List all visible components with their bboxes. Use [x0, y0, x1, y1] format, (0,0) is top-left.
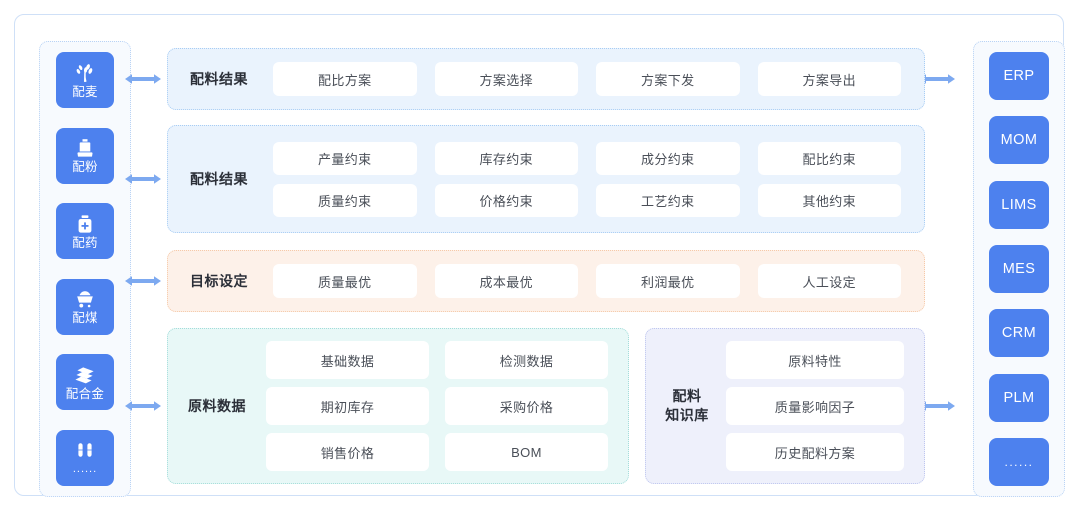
system-erp[interactable]: ERP	[989, 52, 1049, 100]
card-caigoujiage[interactable]: 采购价格	[445, 387, 608, 425]
panel-cards: 产量约束 库存约束 成分约束 配比约束 质量约束 价格约束 工艺约束 其他约束	[264, 141, 910, 217]
card-row: 质量最优 成本最优 利润最优 人工设定	[264, 264, 910, 298]
connector-arrow-target	[125, 273, 161, 289]
connector-arrow-constraints	[125, 171, 161, 187]
card-row: 销售价格 BOM	[258, 433, 616, 471]
panel-goal-setting: 目标设定 质量最优 成本最优 利润最优 人工设定	[167, 250, 925, 312]
card-qitayueshu[interactable]: 其他约束	[757, 183, 901, 217]
card-jianceshuju[interactable]: 检测数据	[445, 341, 608, 379]
module-label: ......	[72, 463, 98, 476]
panel-material-data: 原料数据 基础数据 检测数据 期初库存 采购价格 销售价格 BOM	[167, 328, 629, 484]
card-row: 质量约束 价格约束 工艺约束 其他约束	[264, 183, 910, 217]
card-rengongsheding[interactable]: 人工设定	[757, 264, 901, 298]
coal-cart-icon	[74, 288, 96, 310]
card-qichukucun[interactable]: 期初库存	[266, 387, 429, 425]
card-lishipeiliaofangan[interactable]: 历史配料方案	[726, 433, 904, 471]
card-row: 原料特性	[718, 341, 912, 379]
panel-cards: 原料特性 质量影响因子 历史配料方案	[718, 341, 912, 471]
card-zhiliangzuiyou[interactable]: 质量最优	[273, 264, 417, 298]
module-peimai[interactable]: 配麦	[56, 52, 114, 108]
right-system-rail: ERP MOM LIMS MES CRM PLM ......	[973, 41, 1065, 497]
module-label: 配麦	[72, 84, 98, 99]
panel-title: 配料结果	[190, 70, 248, 87]
panel-cards: 配比方案 方案选择 方案下发 方案导出	[264, 62, 910, 96]
panel-constraints: 配料结果 产量约束 库存约束 成分约束 配比约束 质量约束 价格约束 工艺约束 …	[167, 125, 925, 233]
module-peifen[interactable]: 配粉	[56, 127, 114, 184]
system-mes[interactable]: MES	[989, 244, 1049, 293]
card-lirunzuiyou[interactable]: 利润最优	[596, 264, 740, 298]
panel-title-line2: 知识库	[665, 407, 709, 423]
connector-arrow-results	[125, 71, 161, 87]
card-row: 历史配料方案	[718, 433, 912, 471]
card-fangandaochu[interactable]: 方案导出	[757, 62, 901, 96]
module-label: 配煤	[72, 311, 98, 326]
module-more[interactable]: ......	[56, 429, 114, 486]
card-jichushuju[interactable]: 基础数据	[266, 341, 429, 379]
module-label: 配粉	[72, 160, 98, 175]
system-more[interactable]: ......	[989, 437, 1049, 486]
wheat-icon	[74, 62, 96, 84]
panel-title-line1: 配料	[672, 388, 702, 404]
diagram-frame: 配麦 配粉 配药	[14, 14, 1065, 497]
panel-knowledge-base: 配料 知识库 原料特性 质量影响因子 历史配料方案	[645, 328, 925, 484]
system-plm[interactable]: PLM	[989, 373, 1049, 422]
left-module-rail: 配麦 配粉 配药	[39, 41, 131, 497]
card-fanganxiafa[interactable]: 方案下发	[596, 62, 740, 96]
connector-arrow-material	[125, 398, 161, 414]
module-peimei[interactable]: 配煤	[56, 278, 114, 335]
card-chengfenyueshu[interactable]: 成分约束	[596, 141, 740, 175]
card-jiageyueshu[interactable]: 价格约束	[434, 183, 578, 217]
card-row: 基础数据 检测数据	[258, 341, 616, 379]
flour-bag-icon	[74, 137, 96, 159]
system-mom[interactable]: MOM	[989, 116, 1049, 165]
panel-title: 配料 知识库	[658, 387, 716, 425]
panel-title: 目标设定	[190, 272, 248, 289]
card-row: 质量影响因子	[718, 387, 912, 425]
module-label: 配合金	[65, 386, 105, 401]
card-peibiyueshu[interactable]: 配比约束	[757, 141, 901, 175]
system-lims[interactable]: LIMS	[989, 180, 1049, 229]
metal-ingot-icon	[74, 364, 96, 386]
card-yuanliaotexing[interactable]: 原料特性	[726, 341, 904, 379]
card-row: 产量约束 库存约束 成分约束 配比约束	[264, 141, 910, 175]
card-bom[interactable]: BOM	[445, 433, 608, 471]
card-zhiliangyingxiangyinzi[interactable]: 质量影响因子	[726, 387, 904, 425]
medicine-bottle-icon	[74, 213, 96, 235]
module-label: 配药	[72, 235, 98, 250]
module-peihejin[interactable]: 配合金	[56, 354, 114, 411]
card-zhiliangyueshu[interactable]: 质量约束	[273, 183, 417, 217]
card-chanliangyueshu[interactable]: 产量约束	[273, 141, 417, 175]
card-xiaoshoujiage[interactable]: 销售价格	[266, 433, 429, 471]
panel-cards: 质量最优 成本最优 利润最优 人工设定	[264, 264, 910, 298]
card-kucunyueshu[interactable]: 库存约束	[434, 141, 578, 175]
card-peibifangan[interactable]: 配比方案	[273, 62, 417, 96]
system-crm[interactable]: CRM	[989, 309, 1049, 358]
panel-title: 原料数据	[188, 397, 246, 414]
panel-cards: 基础数据 检测数据 期初库存 采购价格 销售价格 BOM	[258, 341, 616, 471]
module-peiyao[interactable]: 配药	[56, 203, 114, 260]
panel-batching-results: 配料结果 配比方案 方案选择 方案下发 方案导出	[167, 48, 925, 110]
card-row: 期初库存 采购价格	[258, 387, 616, 425]
card-fanganxuanze[interactable]: 方案选择	[434, 62, 578, 96]
panel-title: 配料结果	[190, 170, 248, 187]
grid-petals-icon	[74, 439, 96, 461]
card-chengbenzuiyou[interactable]: 成本最优	[434, 264, 578, 298]
card-gongyiyueshu[interactable]: 工艺约束	[596, 183, 740, 217]
card-row: 配比方案 方案选择 方案下发 方案导出	[264, 62, 910, 96]
